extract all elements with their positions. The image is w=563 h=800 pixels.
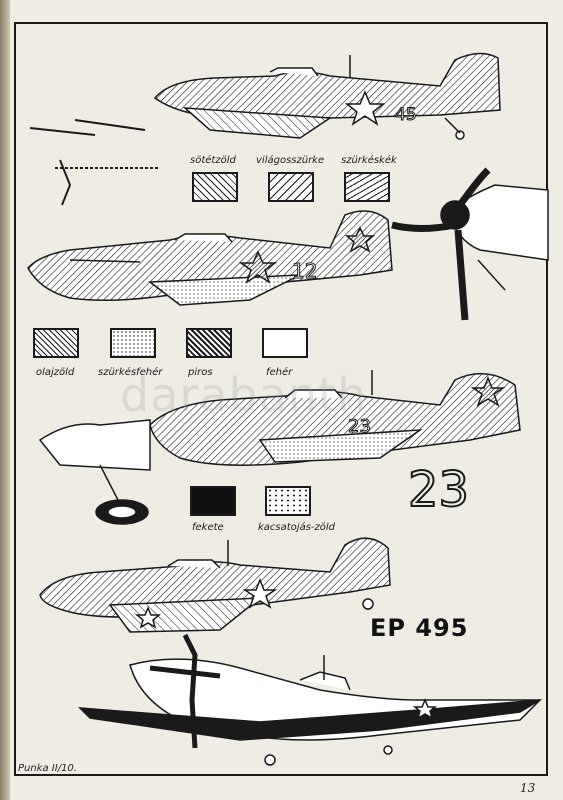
plane-5-spitfire-perspective [78,633,542,766]
plane-3-kittyhawk [38,370,521,525]
plane-3-number: 23 [348,416,371,437]
swatch-kacsatojas-zold [265,486,311,516]
legend-label-7: fehér [266,367,293,378]
plane-1-number: 45 [395,105,417,125]
legend-label-5: szürkésfehér [98,367,163,378]
page-frame [14,22,548,776]
serial-ep495: EP 495 [370,614,469,642]
swatch-vilagosszurke [268,172,314,202]
swatch-feher [262,328,308,358]
legend-label-9: kacsatojás-zöld [258,522,336,533]
binding-edge [0,0,10,800]
propeller-detail [391,167,549,321]
artist-credit: Punka II/10. [18,763,77,774]
legend-label-4: olajzöld [36,367,75,378]
plane-2-p40 [27,210,393,306]
swatch-szurkesfeher [110,328,156,358]
legend-label-1: sötétzöld [190,155,236,166]
swatch-olajzold [33,328,79,358]
swatch-fekete [190,486,236,516]
gun-detail [29,119,160,206]
legend-label-8: fekete [192,522,224,533]
legend-label-2: világosszürke [256,155,325,166]
swatch-piros [186,328,232,358]
plane-1-hurricane [153,52,501,140]
plane-2-number: 12 [292,259,317,283]
swatch-szurkeskek [344,172,390,202]
watermark: darabanth [120,368,368,422]
big-number-23: 23 [407,462,470,518]
plane-4-spitfire [39,537,391,633]
legend-label-6: piros [188,367,213,378]
swatch-sotetzold [192,172,238,202]
page-number: 13 [520,781,536,795]
legend-label-3: szürkéskék [341,155,397,166]
